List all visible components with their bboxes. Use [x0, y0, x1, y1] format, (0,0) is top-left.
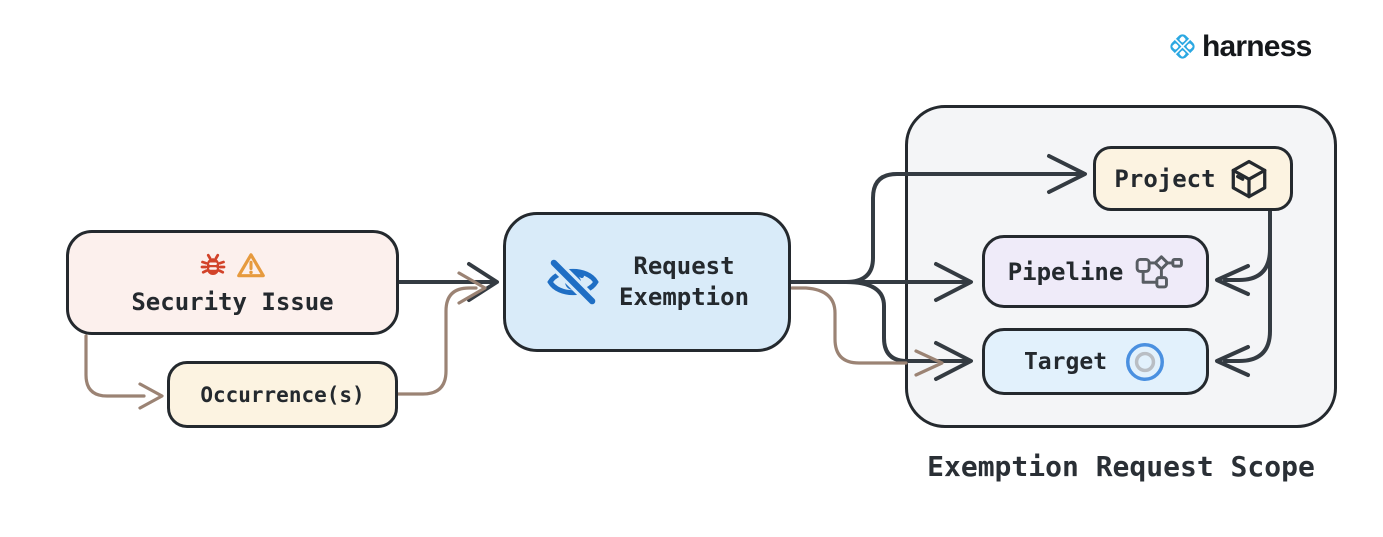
edge-occurrences-to-target [790, 286, 908, 365]
eye-off-icon [545, 254, 601, 310]
pipeline-icon [1135, 254, 1184, 290]
occurrences-label: Occurrence(s) [200, 382, 365, 407]
harness-logo: harness [1167, 29, 1312, 63]
exemption-scope-caption: Exemption Request Scope [927, 450, 1315, 483]
security-issue-label: Security Issue [131, 288, 334, 316]
edge-security-to-occurrences [84, 334, 146, 398]
warning-icon [235, 249, 267, 281]
arrowhead-request [467, 262, 499, 302]
cube-icon [1226, 156, 1272, 202]
target-label: Target [1023, 348, 1108, 375]
occurrences-node: Occurrence(s) [167, 361, 398, 428]
pipeline-label: Pipeline [1007, 257, 1124, 286]
edge-occurrences-to-request [396, 286, 478, 396]
request-exemption-label: Request Exemption [619, 251, 749, 313]
request-exemption-label-line1: Request [633, 251, 735, 280]
project-node: Project [1093, 146, 1293, 211]
project-label: Project [1114, 164, 1216, 193]
bug-icon [198, 250, 228, 280]
security-issue-node: Security Issue [66, 230, 399, 335]
target-icon [1123, 340, 1167, 384]
target-node: Target [982, 328, 1209, 395]
harness-wordmark: harness [1202, 29, 1312, 63]
harness-logo-icon [1167, 31, 1198, 62]
arrowhead-request-brown [457, 271, 487, 305]
pipeline-node: Pipeline [982, 235, 1209, 308]
request-exemption-node: Request Exemption [503, 212, 791, 352]
arrowhead-occurrences [138, 382, 164, 410]
request-exemption-label-line2: Exemption [618, 283, 750, 311]
security-issue-icons [198, 249, 267, 281]
